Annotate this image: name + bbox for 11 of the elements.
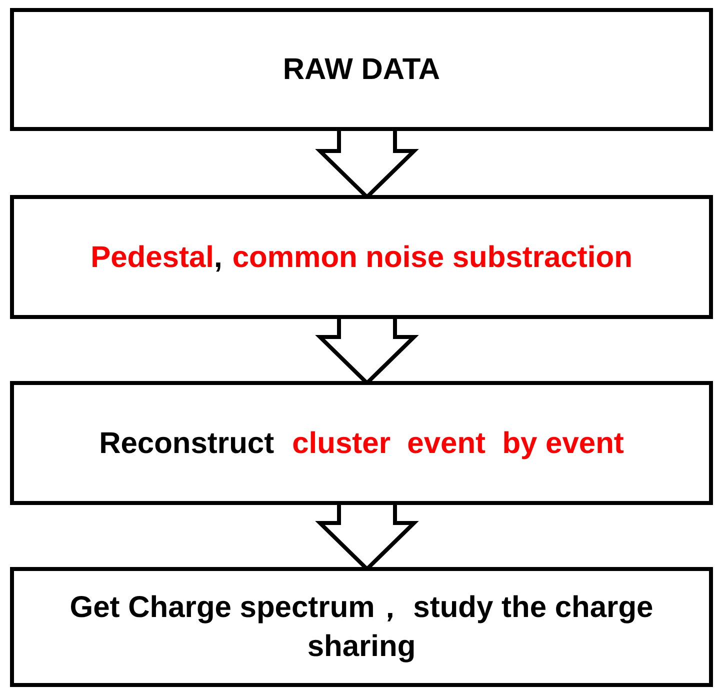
- box-text: ,: [214, 240, 222, 276]
- box-text: RAW DATA: [282, 52, 440, 88]
- process-box: [10, 381, 713, 505]
- box-text: Pedestal: [90, 240, 214, 276]
- box-text: cluster event by event: [292, 426, 624, 462]
- box-text: common noise substraction: [232, 240, 632, 276]
- box-text: Reconstruct: [99, 426, 274, 462]
- process-box: [10, 8, 713, 131]
- process-box: [10, 195, 713, 319]
- box-text: Get Charge spectrum， study the charge sharing: [68, 590, 654, 665]
- process-box: [10, 567, 713, 687]
